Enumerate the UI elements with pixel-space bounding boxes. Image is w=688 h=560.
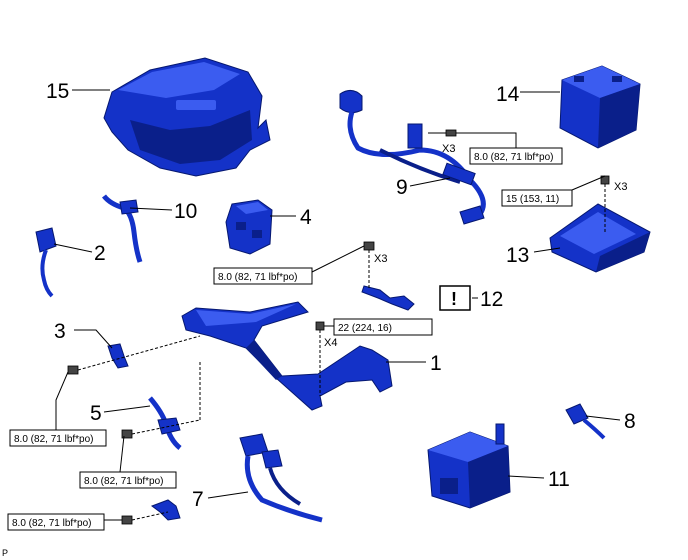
part-1-cross-member — [181, 301, 393, 411]
torque-box-1: 8.0 (82, 71 lbf*po) — [469, 147, 563, 165]
torque-box-6: 8.0 (82, 71 lbf*po) — [79, 471, 177, 489]
torque-value: 8.0 (82, 71 lbf*po) — [14, 434, 94, 445]
torque-value: 8.0 (82, 71 lbf*po) — [218, 272, 298, 283]
leader-torque-12 — [311, 245, 365, 273]
svg-text:!: ! — [451, 289, 457, 309]
leader-2 — [53, 243, 93, 253]
corner-mark: P — [2, 548, 8, 558]
part-7-small-bracket — [150, 499, 181, 521]
bolt-part-9 — [428, 129, 457, 137]
leader-9 — [409, 177, 451, 187]
bolt-part-5 — [121, 362, 201, 439]
part-11-junction-unit — [427, 423, 511, 509]
quantity-x4-part-1: X4 — [324, 337, 337, 349]
torque-box-4: 22 (224, 16) — [333, 318, 433, 336]
bolt-part-12 — [363, 241, 375, 290]
torque-value: 22 (224, 16) — [338, 323, 392, 334]
callout-9: 9 — [396, 176, 408, 199]
torque-value: 15 (153, 11) — [506, 194, 559, 205]
part-12-bracket — [361, 285, 415, 311]
callout-3: 3 — [54, 320, 66, 343]
torque-value: 8.0 (82, 71 lbf*po) — [84, 476, 164, 487]
callout-13: 13 — [506, 244, 529, 267]
leader-8 — [585, 415, 621, 421]
part-10-cable — [102, 194, 143, 263]
torque-box-7: 8.0 (82, 71 lbf*po) — [7, 513, 105, 531]
part-14-battery — [559, 65, 641, 149]
part-4-relay-block — [225, 199, 273, 255]
callout-11: 11 — [548, 468, 570, 491]
part-3-bracket — [107, 343, 129, 369]
part-7-wire-harness — [239, 433, 323, 523]
callout-14: 14 — [496, 83, 520, 106]
quantity-x3-part-9: X3 — [442, 143, 455, 155]
callout-8: 8 — [624, 410, 636, 433]
part-8-connector — [565, 403, 606, 440]
leader-3 — [74, 329, 113, 349]
caution-symbol: ! — [439, 285, 471, 311]
callout-15: 15 — [46, 80, 69, 103]
part-2-connector — [35, 227, 57, 298]
torque-value: 8.0 (82, 71 lbf*po) — [12, 518, 92, 529]
part-15-inverter — [103, 57, 271, 177]
bolt-part-3 — [67, 335, 201, 375]
callout-1: 1 — [430, 352, 442, 375]
callout-7: 7 — [192, 488, 204, 511]
leader-torque-3 — [55, 371, 69, 430]
leader-torque-9 — [456, 132, 517, 148]
callout-2: 2 — [94, 242, 106, 265]
leader-torque-5 — [119, 435, 125, 473]
leader-11 — [507, 475, 545, 479]
part-5-bracket — [148, 396, 182, 450]
callout-12: 12 — [480, 288, 503, 311]
leader-10 — [129, 207, 173, 211]
callout-4: 4 — [300, 206, 312, 229]
leader-13 — [533, 247, 561, 253]
leader-5 — [103, 405, 151, 413]
torque-box-2: 15 (153, 11) — [501, 189, 573, 207]
quantity-x3-part-13: X3 — [614, 181, 627, 193]
quantity-x3-part-12: X3 — [374, 253, 387, 265]
part-13-battery-tray — [549, 203, 651, 273]
callout-10: 10 — [174, 200, 197, 223]
callout-5: 5 — [90, 402, 102, 425]
torque-box-5: 8.0 (82, 71 lbf*po) — [9, 429, 107, 447]
torque-value: 8.0 (82, 71 lbf*po) — [474, 152, 554, 163]
torque-box-3: 8.0 (82, 71 lbf*po) — [213, 267, 313, 285]
leader-7 — [207, 491, 249, 499]
leader-torque-13 — [571, 175, 606, 191]
part-9-wire-harness — [339, 90, 486, 225]
